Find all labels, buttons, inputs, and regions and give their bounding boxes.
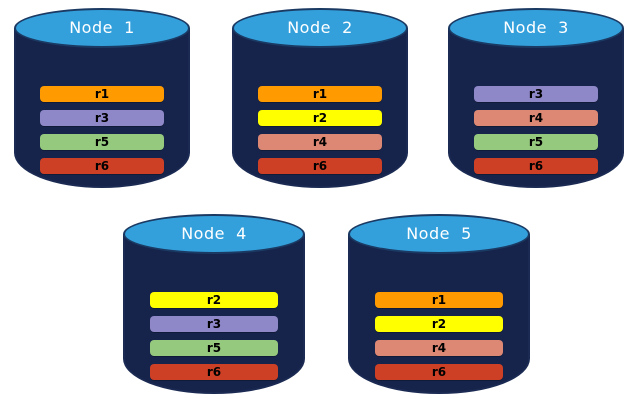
replica-label: r2 xyxy=(206,293,222,307)
replica-bar-r3[interactable]: r3 xyxy=(149,316,279,332)
cylinder-body: r1 r2 r4 r6 xyxy=(232,28,408,188)
replica-bar-r3[interactable]: r3 xyxy=(40,110,164,126)
replica-label: r3 xyxy=(94,111,110,125)
replica-bar-r2[interactable]: r2 xyxy=(374,316,504,332)
replica-bar-r4[interactable]: r4 xyxy=(374,340,504,356)
replica-label: r6 xyxy=(206,365,222,379)
replica-label: r4 xyxy=(312,135,328,149)
cylinder-top-ellipse: Node 5 xyxy=(348,214,530,254)
database-node-4[interactable]: r2 r3 r5 r6 Node 4 xyxy=(123,214,305,394)
replica-bar-r6[interactable]: r6 xyxy=(374,364,504,380)
replica-label: r3 xyxy=(206,317,222,331)
replica-bar-r1[interactable]: r1 xyxy=(258,86,382,102)
replica-label: r2 xyxy=(312,111,328,125)
cylinder-top-ellipse: Node 4 xyxy=(123,214,305,254)
replica-label: r5 xyxy=(206,341,222,355)
replica-bar-r6[interactable]: r6 xyxy=(149,364,279,380)
cylinder-body: r3 r4 r5 r6 xyxy=(448,28,624,188)
replica-label: r1 xyxy=(312,87,328,101)
database-node-2[interactable]: r1 r2 r4 r6 Node 2 xyxy=(232,8,408,188)
replica-label: r4 xyxy=(528,111,544,125)
database-node-3[interactable]: r3 r4 r5 r6 Node 3 xyxy=(448,8,624,188)
replica-bar-r2[interactable]: r2 xyxy=(258,110,382,126)
replica-label: r4 xyxy=(431,341,447,355)
replica-label: r3 xyxy=(528,87,544,101)
replica-bar-r4[interactable]: r4 xyxy=(474,110,598,126)
replica-label: r6 xyxy=(431,365,447,379)
replica-label: r5 xyxy=(528,135,544,149)
replica-bar-r3[interactable]: r3 xyxy=(474,86,598,102)
replica-list: r1 r3 r5 r6 xyxy=(40,86,164,174)
replica-label: r2 xyxy=(431,317,447,331)
replica-label: r1 xyxy=(94,87,110,101)
cylinder-body: r1 r2 r4 r6 xyxy=(348,234,530,394)
node-label: Node 2 xyxy=(287,18,353,37)
replica-bar-r1[interactable]: r1 xyxy=(40,86,164,102)
replica-bar-r5[interactable]: r5 xyxy=(149,340,279,356)
replica-bar-r6[interactable]: r6 xyxy=(40,158,164,174)
replica-list: r1 r2 r4 r6 xyxy=(258,86,382,174)
replica-bar-r5[interactable]: r5 xyxy=(474,134,598,150)
node-label: Node 1 xyxy=(69,18,135,37)
database-node-1[interactable]: r1 r3 r5 r6 Node 1 xyxy=(14,8,190,188)
cylinder-top-ellipse: Node 1 xyxy=(14,8,190,48)
replica-label: r6 xyxy=(528,159,544,173)
replica-label: r1 xyxy=(431,293,447,307)
node-label: Node 3 xyxy=(503,18,569,37)
replica-bar-r1[interactable]: r1 xyxy=(374,292,504,308)
node-label: Node 4 xyxy=(181,224,247,243)
replica-bar-r2[interactable]: r2 xyxy=(149,292,279,308)
replica-bar-r5[interactable]: r5 xyxy=(40,134,164,150)
cylinder-top-ellipse: Node 2 xyxy=(232,8,408,48)
replica-label: r5 xyxy=(94,135,110,149)
replica-bar-r6[interactable]: r6 xyxy=(474,158,598,174)
replica-list: r3 r4 r5 r6 xyxy=(474,86,598,174)
replica-list: r1 r2 r4 r6 xyxy=(374,292,504,380)
cylinder-body: r2 r3 r5 r6 xyxy=(123,234,305,394)
replica-list: r2 r3 r5 r6 xyxy=(149,292,279,380)
replica-bar-r6[interactable]: r6 xyxy=(258,158,382,174)
replica-bar-r4[interactable]: r4 xyxy=(258,134,382,150)
replica-label: r6 xyxy=(312,159,328,173)
replica-label: r6 xyxy=(94,159,110,173)
cylinder-body: r1 r3 r5 r6 xyxy=(14,28,190,188)
cylinder-top-ellipse: Node 3 xyxy=(448,8,624,48)
database-node-5[interactable]: r1 r2 r4 r6 Node 5 xyxy=(348,214,530,394)
node-label: Node 5 xyxy=(406,224,472,243)
